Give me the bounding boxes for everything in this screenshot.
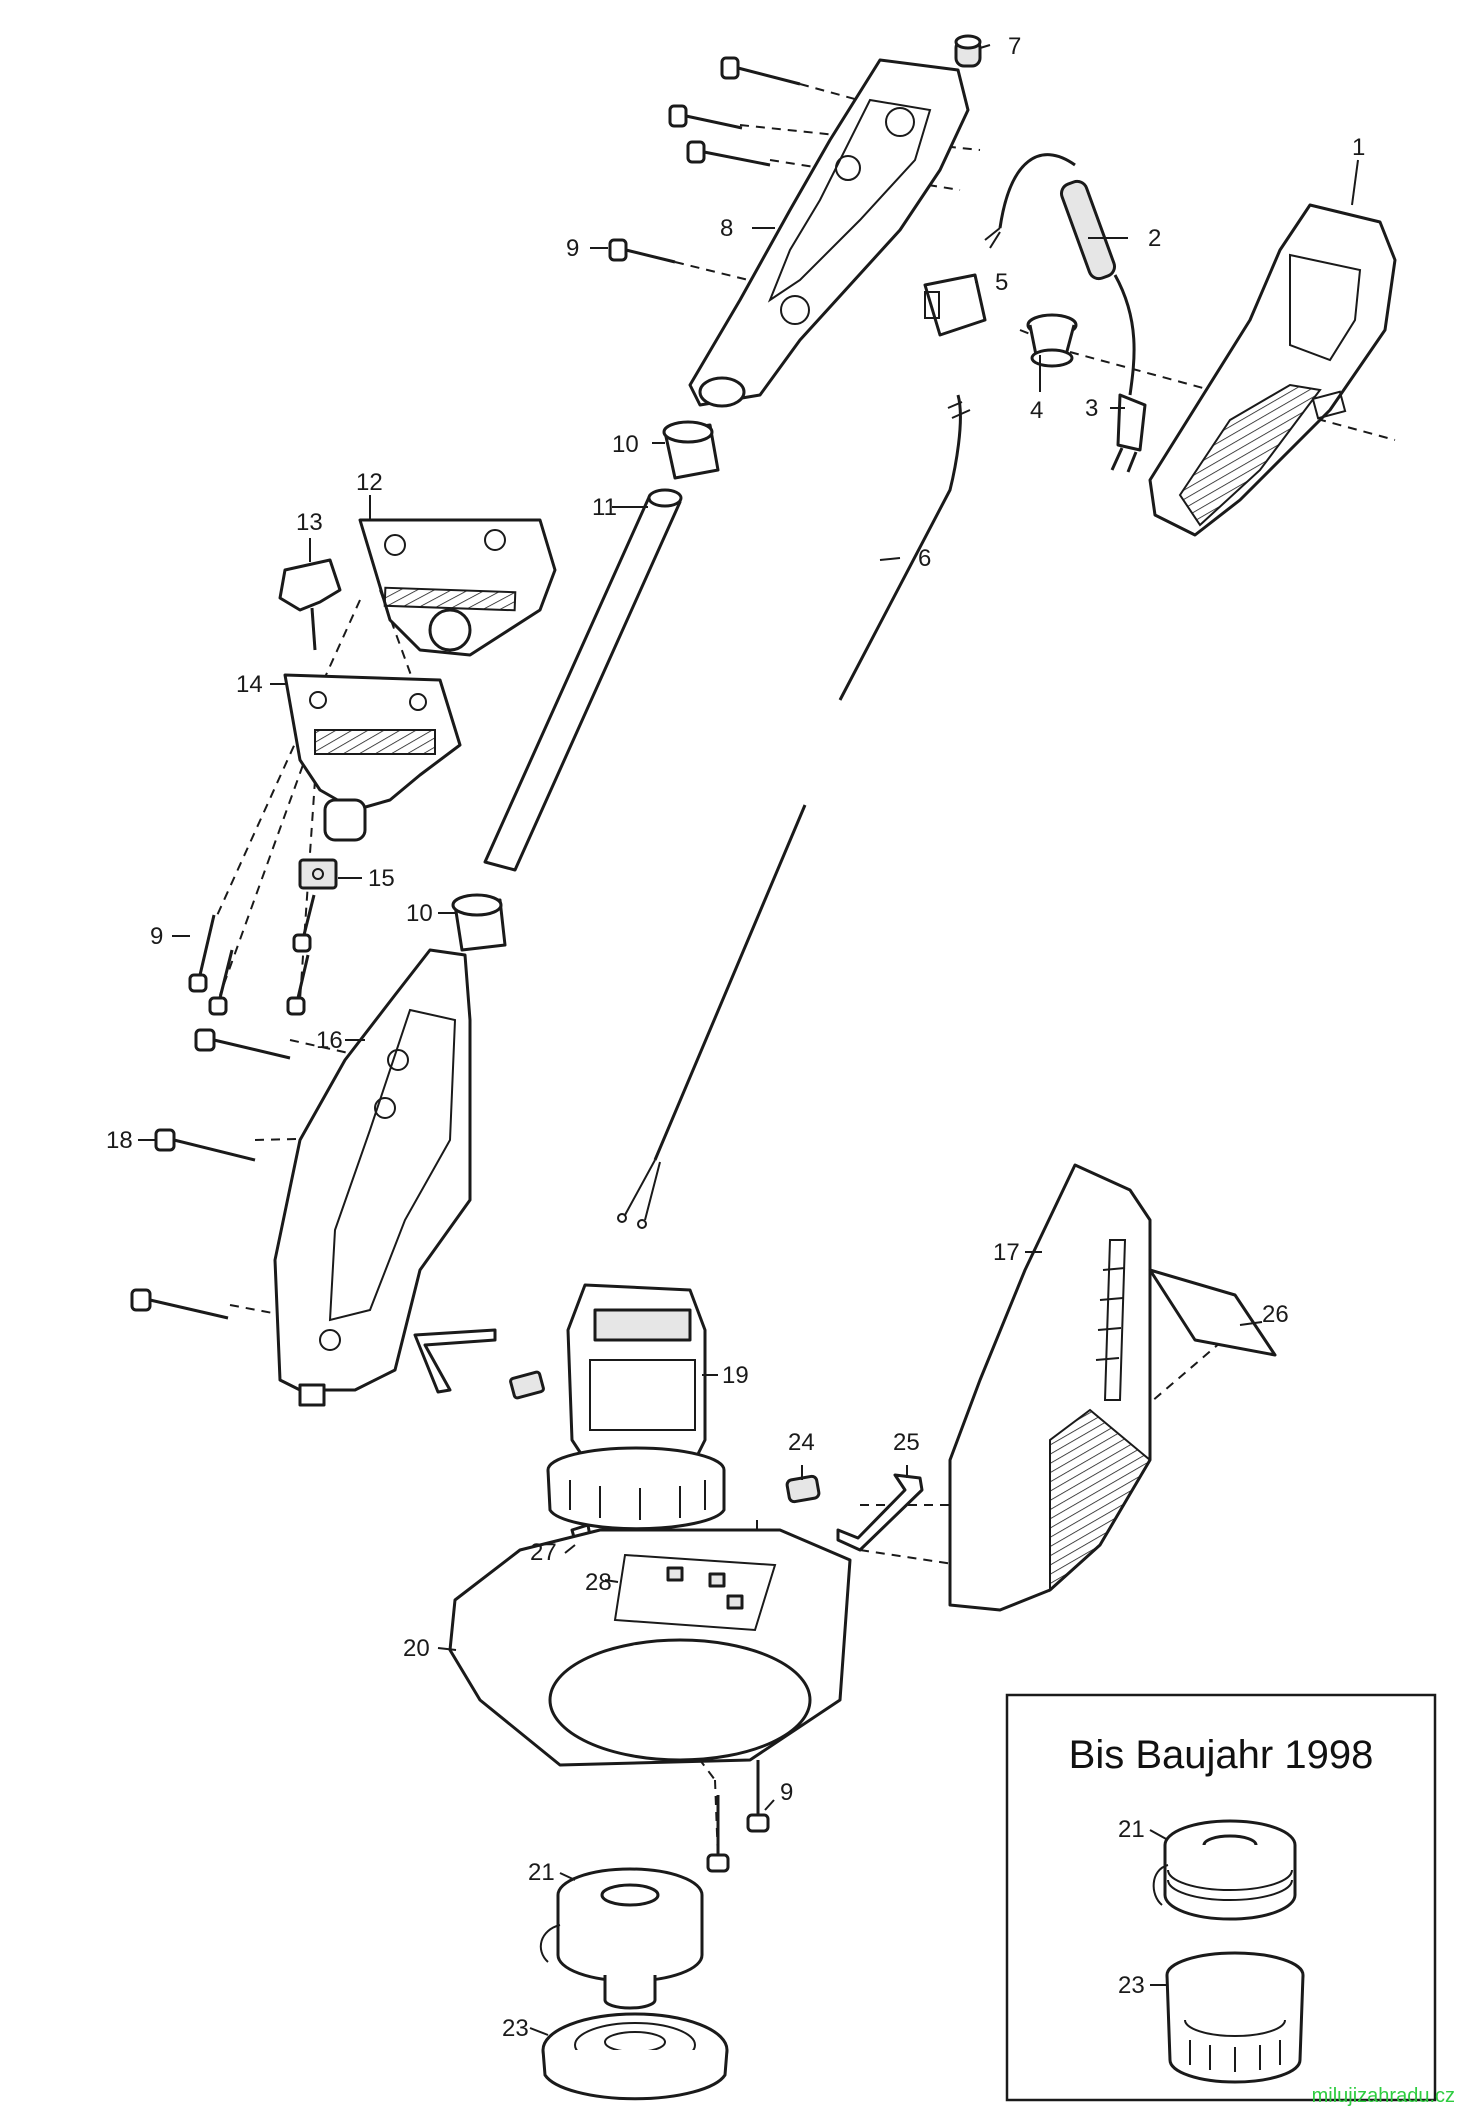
part-4-strain-relief <box>1026 313 1078 368</box>
callout-28: 28 <box>585 1569 612 1596</box>
inset-spool-cap <box>1165 1951 1305 2084</box>
part-3-plug <box>1110 393 1147 473</box>
part-19-motor <box>546 1283 726 1531</box>
screw-set <box>130 56 801 1873</box>
callout-9-upper: 9 <box>566 235 579 262</box>
screw-9-left <box>188 914 216 993</box>
screw-lower-2 <box>208 949 234 1016</box>
callout-9-base: 9 <box>780 1779 793 1806</box>
callout-2: 2 <box>1148 225 1161 252</box>
part-11-shaft-tube <box>483 488 683 872</box>
part-15-nut <box>298 858 338 890</box>
callout-13: 13 <box>296 509 323 536</box>
callout-10-lower: 10 <box>406 900 433 927</box>
part-26-label <box>1148 1268 1277 1357</box>
callout-4: 4 <box>1030 397 1043 424</box>
watermark-text: milujizahradu.cz <box>1312 2085 1455 2107</box>
part-16-motor-housing-half <box>273 948 472 1407</box>
callout-21-inset: 21 <box>1118 1816 1145 1843</box>
callout-14: 14 <box>236 671 263 698</box>
screw-base-1 <box>706 1795 730 1873</box>
part-10-sleeve-upper <box>662 420 720 480</box>
callout-23: 23 <box>502 2015 529 2042</box>
part-25-bracket <box>836 1473 924 1552</box>
inset-panel: Bis Baujahr 1998 <box>1005 1693 1437 2102</box>
inset-spool <box>1152 1819 1297 1921</box>
callout-7: 7 <box>1008 33 1021 60</box>
part-bracket-left <box>413 1328 497 1394</box>
callout-labels: 1 2 3 4 5 6 7 8 9 10 11 12 13 14 15 9 10… <box>106 33 1365 2042</box>
screw-top-3 <box>686 140 771 167</box>
callout-21: 21 <box>528 1859 555 1886</box>
part-brush-block <box>509 1370 545 1400</box>
screw-long-1 <box>194 1028 291 1060</box>
callout-24: 24 <box>788 1429 815 1456</box>
callout-26: 26 <box>1262 1301 1289 1328</box>
screw-lower-4 <box>292 894 316 953</box>
callout-27: 27 <box>530 1539 557 1566</box>
callout-6: 6 <box>918 545 931 572</box>
callout-17: 17 <box>993 1239 1020 1266</box>
callout-25: 25 <box>893 1429 920 1456</box>
callout-12: 12 <box>356 469 383 496</box>
part-1-handle-cover <box>1148 203 1397 537</box>
callout-8: 8 <box>720 215 733 242</box>
screw-top-1 <box>720 56 801 86</box>
screw-lower-3 <box>286 954 310 1016</box>
part-13-knob <box>278 558 342 651</box>
callout-15: 15 <box>368 865 395 892</box>
part-2-cable <box>984 153 1136 396</box>
part-6-inner-cable <box>617 394 971 1229</box>
part-12-front-handle <box>358 518 557 657</box>
callout-1: 1 <box>1352 134 1365 161</box>
part-21-spool <box>539 1867 704 2010</box>
part-8-handle-half <box>688 58 970 408</box>
callout-5: 5 <box>995 269 1008 296</box>
callout-10-upper: 10 <box>612 431 639 458</box>
callout-16: 16 <box>316 1027 343 1054</box>
callout-3: 3 <box>1085 395 1098 422</box>
screw-base-9 <box>746 1760 770 1833</box>
inset-title: Bis Baujahr 1998 <box>1069 1733 1374 1777</box>
screw-18 <box>154 1128 256 1162</box>
part-17-cover <box>948 1163 1152 1612</box>
callout-23-inset: 23 <box>1118 1972 1145 1999</box>
leader-lines <box>138 44 1359 2036</box>
part-5-switch <box>923 273 987 337</box>
callout-11: 11 <box>592 494 617 521</box>
screw-long-3 <box>130 1288 229 1320</box>
part-20-base-guard <box>448 1528 852 1767</box>
callout-9-left: 9 <box>150 923 163 950</box>
callout-18: 18 <box>106 1127 133 1154</box>
callout-19: 19 <box>722 1362 749 1389</box>
screw-9-upper <box>608 238 676 264</box>
callout-20: 20 <box>403 1635 430 1662</box>
part-10-sleeve-lower <box>451 893 507 952</box>
screw-top-2 <box>668 104 743 130</box>
part-7-cap <box>954 34 982 68</box>
part-23-spool-cap <box>541 2012 729 2101</box>
part-14-handle-base <box>283 673 462 842</box>
